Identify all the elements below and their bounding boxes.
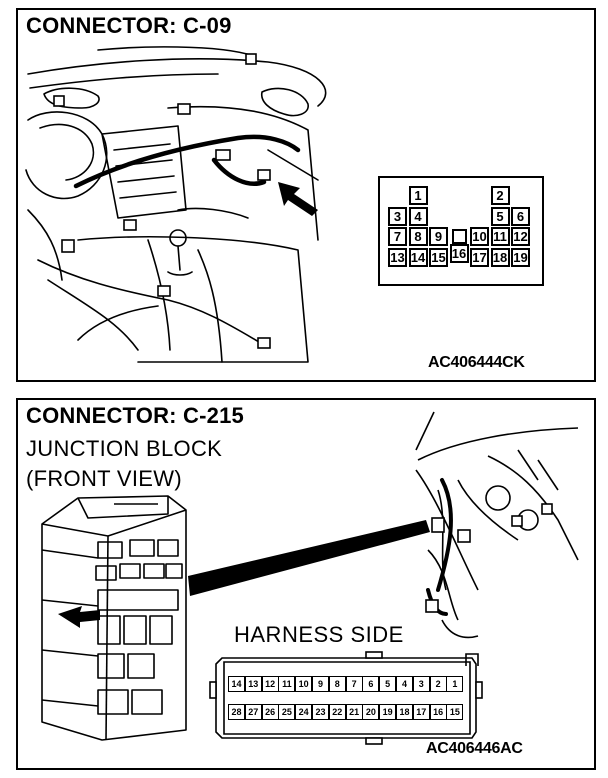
connector-pin: 7 xyxy=(388,227,407,246)
dashboard-illustration xyxy=(25,46,327,363)
connector-pin: 4 xyxy=(408,206,428,226)
connector-pin: 17 xyxy=(412,704,430,720)
panel-title: CONNECTOR: C-09 xyxy=(26,13,232,38)
connector-pin: 19 xyxy=(511,247,530,267)
arrow-icon xyxy=(58,606,100,628)
connector-pin: 1 xyxy=(446,676,464,692)
connector-pin: 16 xyxy=(449,243,469,263)
connector-key xyxy=(451,229,467,244)
connector-pin: 15 xyxy=(429,247,448,267)
connector-pin: 17 xyxy=(470,247,489,267)
connector-pin: 13 xyxy=(388,247,407,267)
connector-pin: 16 xyxy=(429,704,447,720)
connector-pin: 4 xyxy=(396,676,413,692)
connector-pin: 27 xyxy=(244,704,262,720)
connector-pin: 1 xyxy=(408,186,428,205)
connector-pin: 6 xyxy=(362,676,380,692)
connector-pin: 25 xyxy=(278,704,296,720)
connector-pin: 9 xyxy=(312,676,329,692)
arrow-icon xyxy=(278,182,318,216)
connector-pin: 15 xyxy=(446,704,464,720)
panel-subtitle-line1: JUNCTION BLOCK xyxy=(26,436,223,461)
figure-code: AC406444CK xyxy=(428,354,525,371)
connector-pin: 11 xyxy=(278,676,296,692)
connector-pin: 3 xyxy=(412,676,430,692)
connector-pin: 26 xyxy=(261,704,279,720)
junction-block-illustration xyxy=(41,411,579,745)
connector-pin: 11 xyxy=(490,227,510,246)
connector-pin: 2 xyxy=(429,676,447,692)
connector-pin: 21 xyxy=(345,704,363,720)
connector-pin: 3 xyxy=(388,206,407,226)
panel-title: CONNECTOR: C-215 xyxy=(26,403,244,428)
connector-pin: 23 xyxy=(312,704,329,720)
connector-pin: 24 xyxy=(295,704,313,720)
connector-pin: 5 xyxy=(379,676,397,692)
connector-pin: 28 xyxy=(228,704,245,720)
connector-pin: 10 xyxy=(470,227,489,246)
connector-pin: 12 xyxy=(511,227,530,246)
connector-pin: 8 xyxy=(328,676,346,692)
connector-pin: 2 xyxy=(490,186,510,205)
connector-pin: 5 xyxy=(490,206,510,226)
connector-pin: 7 xyxy=(345,676,363,692)
connector-c09-panel: CONNECTOR: C-09 xyxy=(16,8,596,382)
connector-pin: 12 xyxy=(261,676,279,692)
connector-pin: 13 xyxy=(244,676,262,692)
connector-pin: 22 xyxy=(328,704,346,720)
connector-pin: 9 xyxy=(429,227,448,246)
connector-pin: 19 xyxy=(379,704,397,720)
connector-pin: 8 xyxy=(408,227,428,246)
harness-side-label: HARNESS SIDE xyxy=(234,622,404,647)
connector-pin: 10 xyxy=(295,676,313,692)
connector-pin: 14 xyxy=(408,247,428,267)
connector-pin: 18 xyxy=(490,247,510,267)
panel-subtitle-line2: (FRONT VIEW) xyxy=(26,466,182,491)
figure-code: AC406446AC xyxy=(426,740,523,757)
connector-pin: 14 xyxy=(228,676,245,692)
connector-c215-panel: CONNECTOR: C-215 JUNCTION BLOCK (FRONT V… xyxy=(16,398,596,770)
connector-pin: 6 xyxy=(511,206,530,226)
connector-pin: 20 xyxy=(362,704,380,720)
connector-pin: 18 xyxy=(396,704,413,720)
